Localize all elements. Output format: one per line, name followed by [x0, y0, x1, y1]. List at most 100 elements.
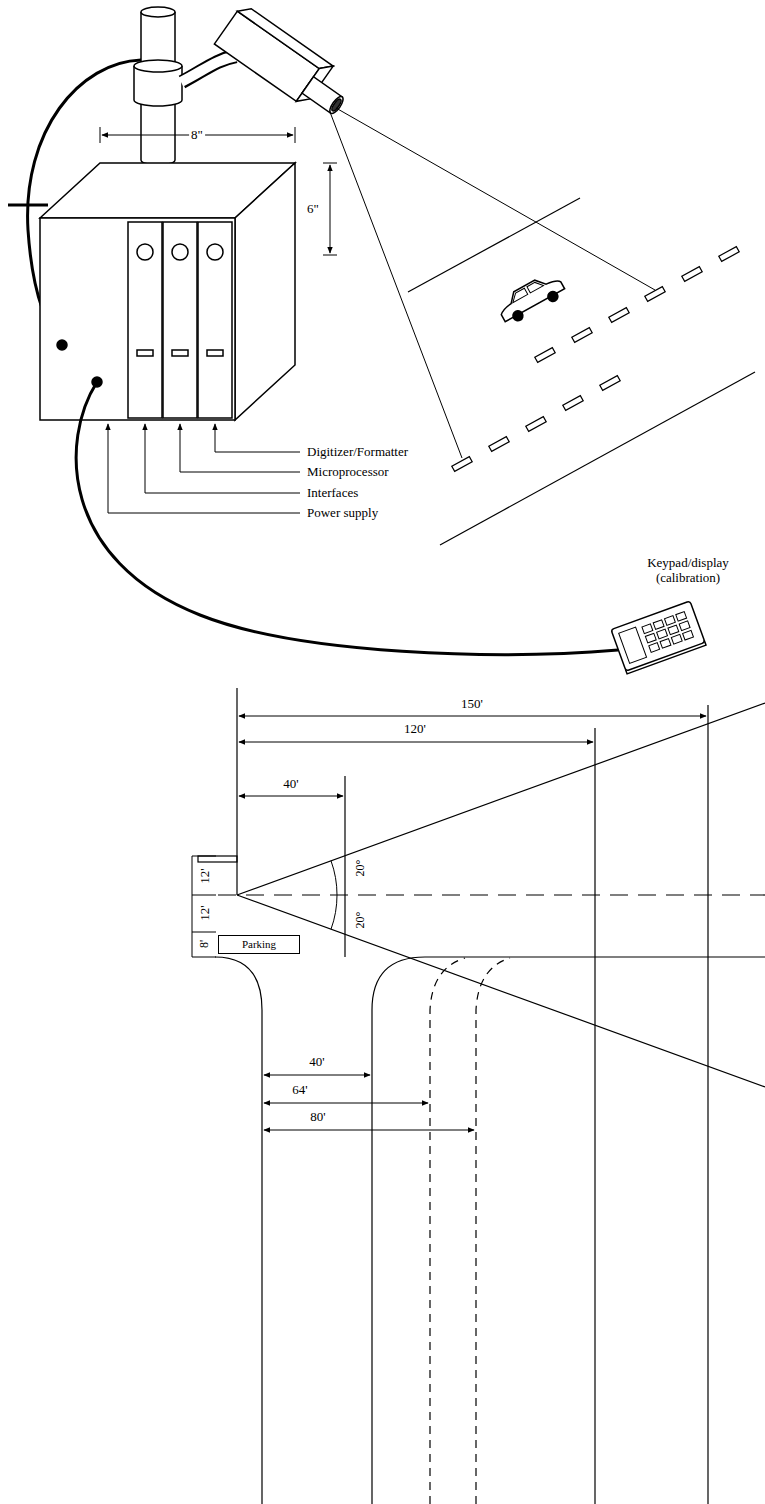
processor-box — [128, 222, 162, 418]
keypad-display — [611, 601, 705, 671]
processor-box — [163, 222, 197, 418]
leader-line — [215, 424, 300, 452]
intersection-plan — [707, 705, 708, 1504]
camera-pole — [141, 7, 175, 17]
video-camera — [237, 3, 333, 74]
keypad-display — [660, 639, 671, 649]
road — [563, 396, 583, 411]
processor-box — [40, 218, 235, 420]
part-label: Microprocessor — [305, 465, 391, 480]
camera-pole — [134, 60, 182, 72]
keypad-display — [619, 627, 647, 663]
keypad-display — [645, 633, 656, 643]
plan-dimension — [239, 716, 706, 717]
box-dimension — [330, 165, 331, 253]
plan-dimension — [192, 716, 706, 1130]
video-camera — [214, 3, 357, 124]
road — [526, 417, 546, 432]
road — [535, 348, 555, 363]
road — [440, 372, 755, 545]
leader-line — [180, 424, 300, 472]
keypad-display — [642, 612, 694, 653]
road — [563, 396, 583, 411]
leader-line — [145, 424, 300, 493]
camera-view-cone — [237, 703, 765, 1087]
car — [511, 309, 525, 323]
video-camera — [330, 98, 342, 112]
keypad-display — [676, 612, 687, 622]
road — [452, 457, 472, 472]
keypad-display — [611, 601, 706, 674]
camera-view-cone — [237, 895, 765, 1087]
keypad-display — [657, 629, 668, 639]
dimension-label: 64' — [290, 1083, 309, 1098]
car — [495, 270, 565, 322]
plan-dimension — [192, 856, 216, 957]
intersection-plan — [594, 728, 595, 1504]
road — [600, 376, 620, 391]
dimension-label: 40' — [281, 777, 300, 792]
parking-box: Parking — [218, 935, 300, 954]
plan-dimension — [264, 1075, 370, 1076]
road — [719, 247, 739, 262]
road — [572, 328, 592, 343]
camera-view-line — [336, 108, 655, 290]
plan-dimension — [239, 742, 593, 743]
intersection-plan — [344, 776, 345, 957]
dimension-label: 40' — [307, 1055, 326, 1070]
processor-box — [207, 350, 223, 356]
road — [719, 247, 739, 262]
box-dimension — [100, 127, 337, 255]
intersection-plan — [198, 688, 765, 1504]
keypad-display — [679, 621, 690, 631]
angle-label: 20° — [354, 858, 368, 879]
road — [526, 417, 546, 432]
processor-box — [137, 244, 153, 260]
keypad-display — [671, 634, 682, 644]
processor-box — [57, 340, 67, 350]
road — [682, 267, 702, 282]
car — [509, 280, 543, 303]
camera-view-cone — [237, 703, 765, 895]
processor-box — [172, 350, 188, 356]
road — [535, 348, 555, 363]
angle-label: 20° — [354, 910, 368, 931]
keypad-display — [649, 643, 660, 653]
part-label: Digitizer/Formatter — [305, 445, 410, 460]
leader-line — [108, 424, 300, 513]
plan-dimension — [264, 1130, 474, 1131]
keypad-display — [653, 620, 664, 630]
camera-view-cone — [331, 895, 337, 929]
camera-arm — [181, 56, 237, 82]
road — [408, 198, 580, 292]
keypad-cable — [76, 382, 618, 654]
camera-view-line — [330, 112, 462, 458]
keypad-display — [664, 616, 675, 626]
part-label: Keypad/display (calibration) — [616, 556, 760, 586]
box-dimension — [100, 127, 295, 143]
intersection-plan — [430, 958, 465, 1504]
plan-dimension — [264, 1103, 428, 1104]
road — [645, 287, 665, 302]
dimension-label: 12' — [198, 903, 213, 922]
road — [489, 437, 509, 452]
intersection-plan — [198, 856, 237, 862]
car — [495, 270, 568, 327]
node-text: Parking — [242, 938, 276, 950]
road — [645, 287, 665, 302]
dimension-label: 80' — [308, 1110, 327, 1125]
part-label: Power supply — [305, 506, 380, 521]
intersection-plan — [218, 894, 765, 895]
camera-pole — [134, 7, 182, 165]
processor-box — [137, 350, 153, 356]
dimension-label: 12' — [198, 866, 213, 885]
road — [572, 328, 592, 343]
box-dimension — [323, 163, 337, 255]
road — [609, 308, 629, 323]
part-label: Interfaces — [305, 486, 360, 501]
intersection-plan — [476, 958, 510, 1504]
road — [609, 308, 629, 323]
